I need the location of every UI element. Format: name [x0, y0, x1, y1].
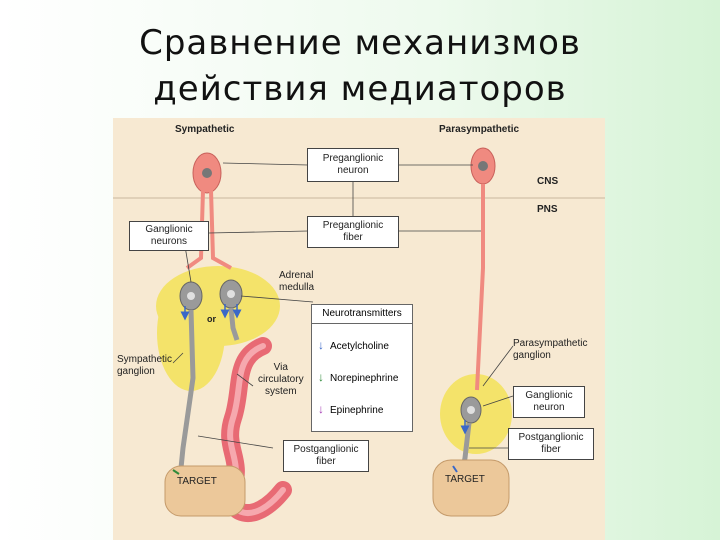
via-circulatory-line1: Via [273, 362, 288, 373]
epinephrine-label: Epinephrine [330, 405, 384, 416]
preganglionic-neuron-line2: neuron [337, 165, 369, 176]
acetylcholine-arrow-icon: ↓ [318, 338, 324, 352]
preganglionic-fiber-box: Preganglionic fiber [307, 216, 399, 248]
cns-label: CNS [537, 176, 559, 187]
neurotransmitters-legend: Neurotransmitters ↓ Acetylcholine ↓ Nore… [311, 304, 413, 432]
parasympathetic-ganglion-label: Parasympathetic ganglion [513, 338, 587, 362]
norepinephrine-label: Norepinephrine [330, 373, 399, 384]
slide-title: Сравнение механизмов действия медиаторов [0, 20, 720, 112]
parasympathetic-ganglion-line2: ganglion [513, 350, 551, 361]
sympathetic-ganglion-line1: Sympathetic [117, 354, 173, 365]
preganglionic-fiber-line2: fiber [343, 232, 363, 243]
preganglionic-neuron-box: Preganglionic neuron [307, 148, 399, 182]
sympathetic-postganglionic-fiber [178, 309, 196, 469]
norepinephrine-arrow-icon: ↓ [318, 370, 324, 384]
adrenal-medulla-line2: medulla [279, 282, 315, 293]
ganglionic-neuron-line2: neuron [533, 402, 565, 413]
sympathetic-label: Sympathetic [175, 124, 235, 135]
ganglionic-neurons-line2: neurons [150, 236, 188, 247]
nervous-system-figure: Sympathetic Parasympathetic CNS PNS Preg… [113, 118, 605, 540]
via-circulatory-line2: circulatory [258, 374, 304, 385]
sympathetic-ganglion-label: Sympathetic ganglion [117, 354, 172, 378]
legend-epinephrine: ↓ Epinephrine [318, 403, 384, 417]
parasympathetic-nucleus [478, 161, 488, 171]
preganglionic-fiber-line1: Preganglionic [322, 220, 384, 231]
target-left-label: TARGET [177, 476, 217, 487]
postganglionic-right-line2: fiber [541, 444, 561, 455]
postganglionic-fiber-box-right: Postganglionic fiber [508, 428, 594, 460]
title-line-2: действия медиаторов [153, 69, 567, 109]
target-right-label: TARGET [445, 474, 485, 485]
parasympathetic-ganglion-line1: Parasympathetic [513, 338, 588, 349]
via-circulatory-line3: system [264, 386, 297, 397]
ganglionic-neuron-box: Ganglionic neuron [513, 386, 585, 418]
or-label: or [207, 314, 216, 324]
ganglionic-neuron-line1: Ganglionic [525, 390, 573, 401]
postganglionic-fiber-box-left: Postganglionic fiber [283, 440, 369, 472]
acetylcholine-label: Acetylcholine [330, 341, 389, 352]
ganglionic-neurons-line1: Ganglionic [145, 224, 193, 235]
legend-acetylcholine: ↓ Acetylcholine [318, 339, 389, 353]
postganglionic-left-line1: Postganglionic [293, 444, 359, 455]
sympathetic-ganglion-line2: ganglion [117, 366, 155, 377]
neurotransmitters-title: Neurotransmitters [312, 305, 412, 324]
target-left-tissue [164, 465, 246, 517]
parasympathetic-preganglionic-fiber [475, 184, 485, 391]
sympathetic-preganglionic-fiber [185, 189, 232, 270]
legend-norepinephrine: ↓ Norepinephrine [318, 371, 399, 385]
preganglionic-neuron-line1: Preganglionic [322, 153, 384, 164]
epinephrine-arrow-icon: ↓ [318, 402, 324, 416]
parasympathetic-label: Parasympathetic [439, 124, 520, 135]
sympathetic-nucleus [202, 168, 212, 178]
pns-label: PNS [537, 204, 558, 215]
adrenal-medulla-line1: Adrenal [279, 270, 314, 281]
target-right-tissue [432, 459, 510, 517]
postganglionic-right-line1: Postganglionic [518, 432, 584, 443]
ganglionic-neurons-box: Ganglionic neurons [129, 221, 209, 251]
via-circulatory-label: Via circulatory system [258, 362, 304, 398]
figure-drawing [113, 147, 605, 522]
adrenal-medulla-label: Adrenal medulla [279, 270, 314, 294]
postganglionic-left-line2: fiber [316, 456, 336, 467]
title-line-1: Сравнение механизмов [139, 23, 581, 63]
adrenal-output [228, 307, 240, 341]
